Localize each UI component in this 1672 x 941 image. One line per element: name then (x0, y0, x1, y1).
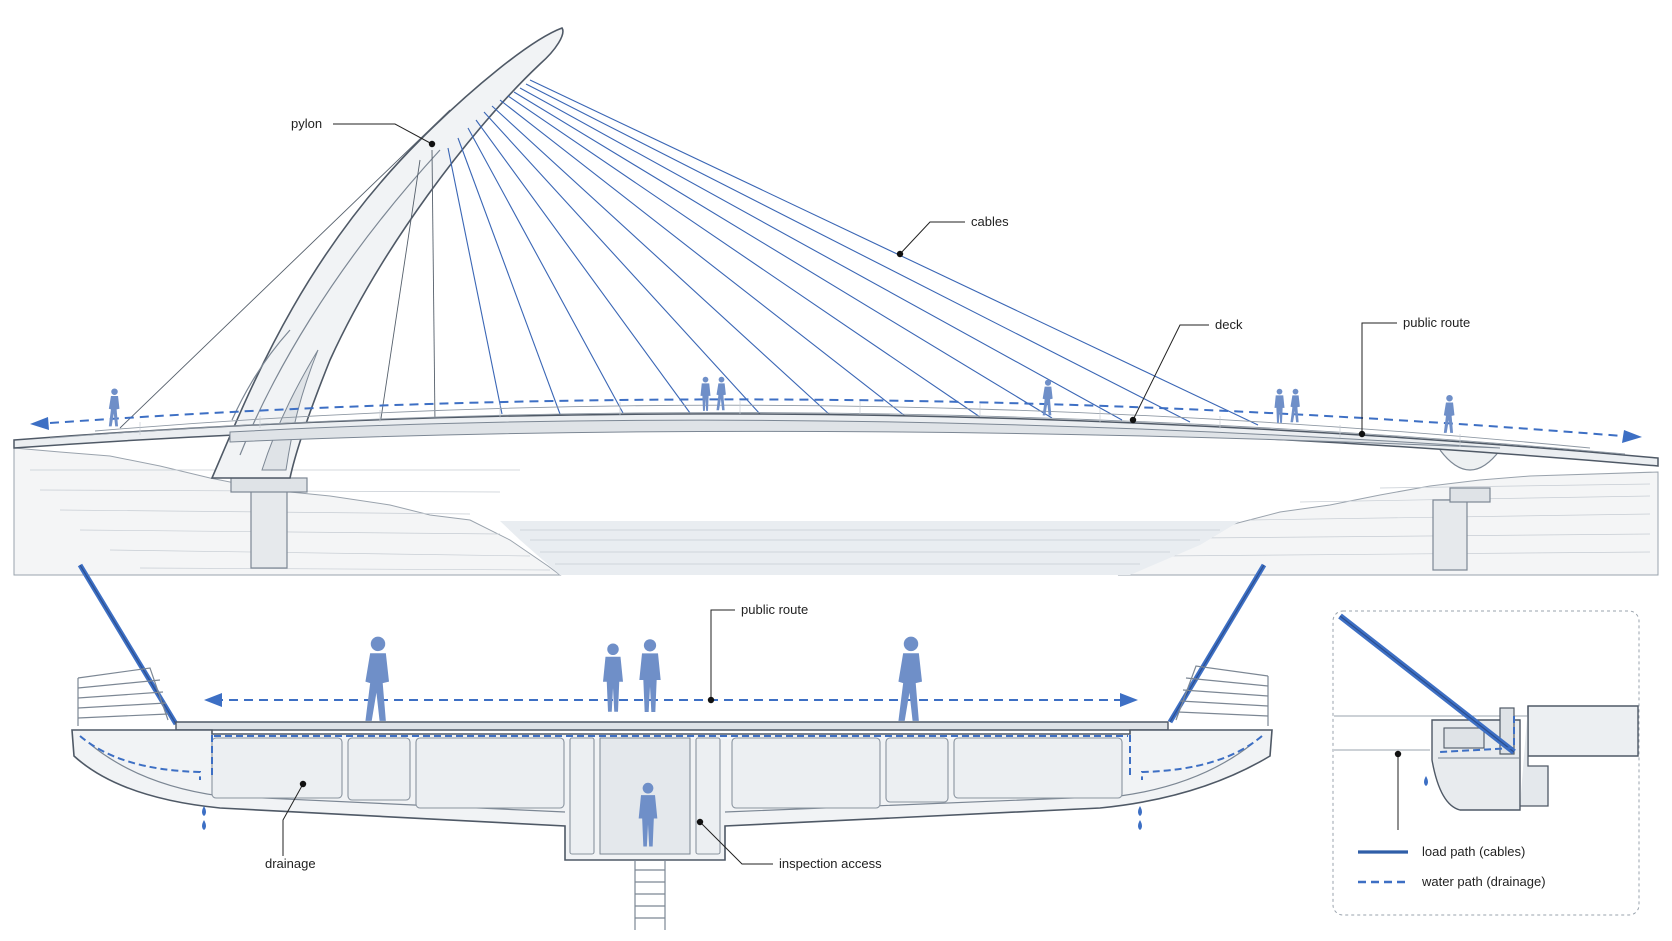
label-inspection-access: inspection access (779, 856, 882, 871)
railing (139, 401, 1461, 447)
label-drainage: drainage (265, 856, 316, 871)
label-deck: deck (1215, 317, 1243, 332)
drainage-path-right (1141, 735, 1263, 780)
label-public-route-section: public route (741, 602, 808, 617)
back-cable-1 (379, 159, 421, 426)
route-arrow-left-section (204, 693, 222, 707)
inspection-ladder (634, 860, 666, 930)
detail-panel: load path (cables) water path (drainage) (1332, 610, 1640, 916)
cables (447, 79, 1259, 426)
legend-load-path-label: load path (cables) (1422, 844, 1525, 859)
callout-deck: deck (1129, 317, 1243, 424)
anchor-detail (1334, 705, 1639, 811)
route-arrow-right-section (1120, 693, 1138, 707)
public-route-elevation-path (49, 398, 1623, 437)
foundation-left (230, 477, 308, 569)
legend-water-path-label: water path (drainage) (1421, 874, 1546, 889)
back-cable-2 (431, 149, 436, 425)
section-railing-right (1175, 665, 1269, 726)
section-deck-slab (175, 721, 1169, 731)
callout-pylon: pylon (291, 116, 436, 148)
elevation-view: pylon cables deck public route (13, 27, 1659, 576)
label-pylon: pylon (291, 116, 322, 131)
route-arrow-right-elevation (1622, 430, 1642, 443)
route-arrow-left-elevation (30, 417, 49, 430)
detail-water-path (1439, 716, 1515, 753)
section-railing-left (77, 667, 169, 726)
callout-inspection-access: inspection access (696, 818, 882, 871)
drainage-path-left (79, 735, 201, 780)
drainage-downpipes (211, 735, 1131, 776)
water-drops (202, 806, 1142, 830)
cross-section-view: public route drainage inspection access (71, 563, 1273, 930)
foundation-right (1432, 449, 1501, 571)
back-stay-cable (119, 109, 451, 429)
callout-public-route-section: public route (707, 602, 808, 704)
label-cables: cables (971, 214, 1009, 229)
label-public-route-elevation: public route (1403, 315, 1470, 330)
detail-water-drop (1424, 776, 1428, 786)
deck (13, 404, 1659, 467)
girder-cells (211, 737, 1123, 855)
callout-cables: cables (896, 214, 1009, 258)
callout-public-route-elevation: public route (1358, 315, 1470, 438)
callout-drainage: drainage (265, 780, 316, 871)
legend: load path (cables) water path (drainage) (1358, 844, 1546, 889)
